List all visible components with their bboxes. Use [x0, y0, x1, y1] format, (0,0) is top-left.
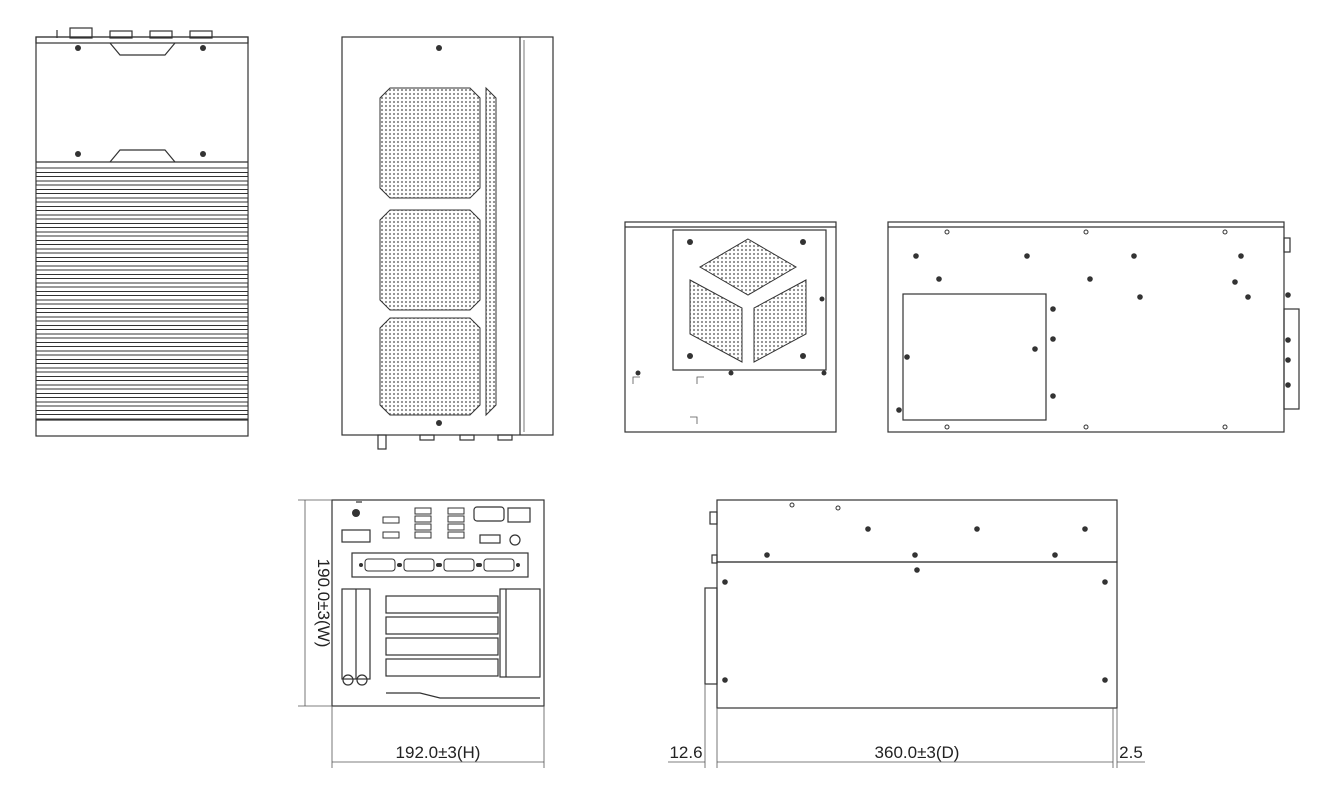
side-screws	[722, 502, 1108, 683]
top-view	[35, 27, 249, 437]
dimension-lines	[298, 499, 1145, 768]
fan-view	[624, 221, 837, 433]
front-io-view	[331, 499, 545, 707]
dimension-depth-label: 360.0±3(D)	[875, 743, 960, 762]
usb-ports	[382, 507, 465, 539]
serial-ports	[359, 558, 520, 572]
plate-view	[887, 221, 1300, 433]
side-long-view	[704, 499, 1118, 709]
dimension-height-label: 192.0±3(H)	[396, 743, 481, 762]
dimension-front-offset-label: 12.6	[669, 743, 702, 762]
mesh-panel-bottom	[379, 317, 481, 416]
plate-holes	[896, 229, 1291, 430]
dimension-rear-offset-label: 2.5	[1119, 743, 1143, 762]
mesh-panel-middle	[379, 209, 481, 311]
mesh-panel-top	[379, 87, 481, 199]
side-view-mesh	[341, 36, 554, 450]
mesh-panel-side	[485, 86, 497, 417]
heatsink-fins	[35, 167, 249, 420]
dimension-width-label: 190.0±3(W)	[314, 559, 333, 648]
